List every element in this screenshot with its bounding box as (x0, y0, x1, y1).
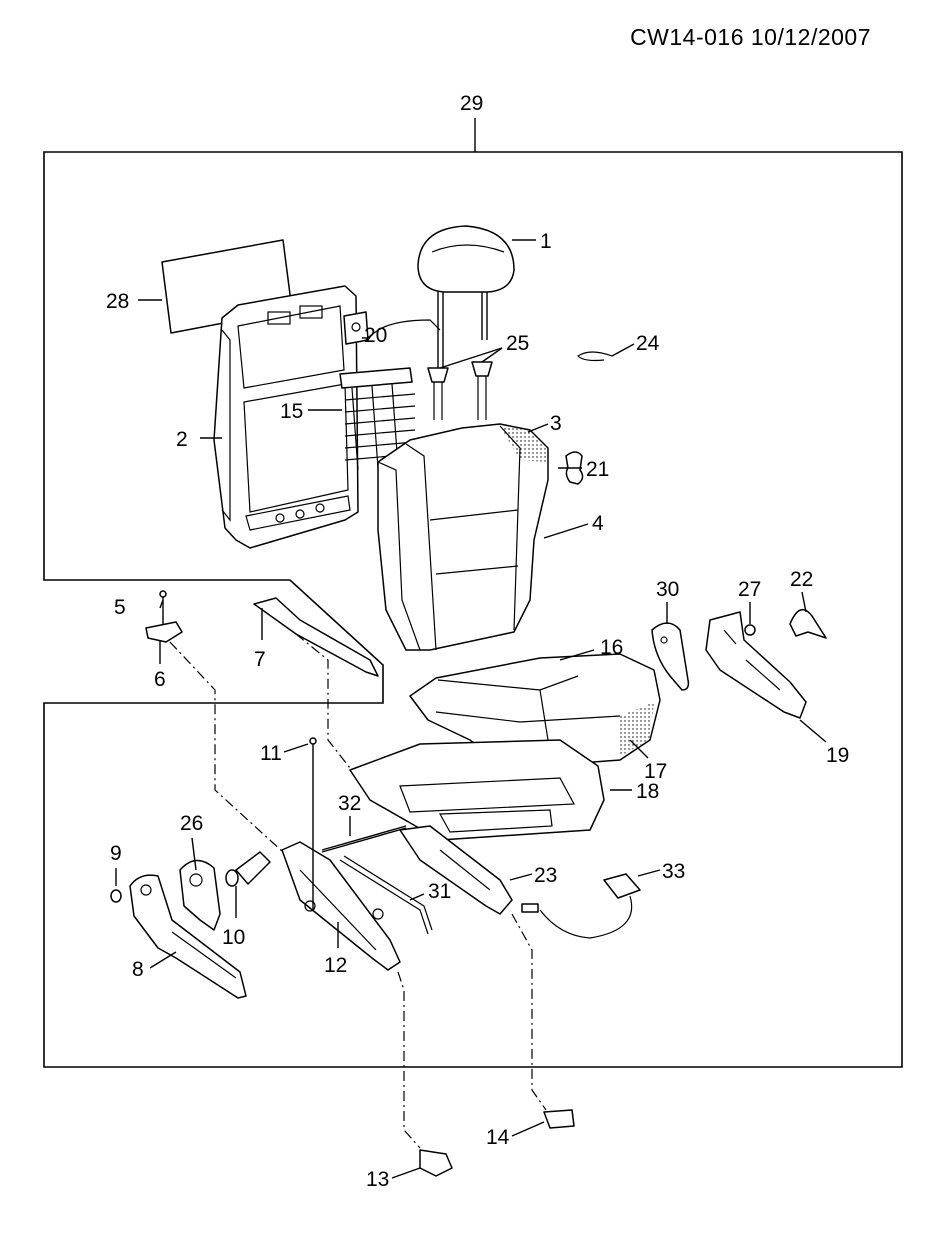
rod (321, 825, 407, 853)
callout-6: 6 (154, 668, 166, 691)
callout-3: 3 (550, 412, 562, 435)
callout-11: 11 (260, 742, 282, 765)
seat-pan (349, 739, 605, 841)
callout-4: 4 (592, 512, 604, 535)
callout-28: 28 (106, 290, 129, 313)
callout-19: 19 (826, 744, 849, 767)
end-cap-14 (543, 1109, 575, 1129)
callout-9: 9 (110, 842, 122, 865)
side-trim (705, 611, 807, 719)
lumbar-bracket (343, 311, 441, 345)
end-cap-13 (419, 1149, 453, 1177)
callout-10: 10 (222, 926, 245, 949)
callout-31: 31 (428, 880, 451, 903)
callout-30: 30 (656, 578, 679, 601)
side-plate (651, 622, 690, 691)
long-trim (253, 597, 379, 677)
wire-link (339, 855, 433, 935)
clip (577, 351, 613, 362)
callout-16: 16 (600, 636, 623, 659)
leader-lines (115, 239, 827, 1179)
callout-29: 29 (460, 92, 483, 115)
callout-33: 33 (662, 860, 685, 883)
callout-21: 21 (586, 458, 609, 481)
callout-32: 32 (338, 792, 361, 815)
callout-15: 15 (280, 400, 303, 423)
callout-20: 20 (364, 324, 387, 347)
callout-25: 25 (506, 332, 529, 355)
switch-harness (521, 873, 641, 939)
callout-24: 24 (636, 332, 660, 355)
callout-12: 12 (324, 954, 347, 977)
assembly-frame (43, 118, 903, 1068)
headrest (417, 225, 515, 372)
seat-cushion (409, 653, 661, 767)
callout-17: 17 (644, 760, 667, 783)
callout-7: 7 (254, 648, 266, 671)
callout-23: 23 (534, 864, 557, 887)
callout-1: 1 (540, 230, 552, 253)
seat-back-frame (213, 285, 359, 549)
side-clip (789, 608, 827, 639)
callout-13: 13 (366, 1168, 389, 1191)
headrest-guides (427, 361, 493, 420)
callout-labels: 1 2 3 4 5 6 7 8 9 10 11 12 13 14 15 16 1… (106, 92, 849, 1191)
callout-27: 27 (738, 578, 761, 601)
inner-rail (399, 825, 513, 915)
washer (110, 889, 122, 903)
bolt (744, 624, 756, 636)
screw (309, 737, 317, 910)
callout-5: 5 (114, 596, 126, 619)
adjuster-knob (225, 851, 271, 887)
callout-2: 2 (176, 428, 188, 451)
seat-back-cushion (377, 423, 549, 651)
bracket (145, 621, 183, 643)
diagram-code-date: CW14-016 10/12/2007 (630, 24, 871, 50)
callout-22: 22 (790, 568, 813, 591)
projection-lines (169, 633, 547, 1149)
callout-14: 14 (486, 1126, 510, 1149)
callout-18: 18 (636, 780, 659, 803)
callout-8: 8 (132, 958, 144, 981)
side-cover (129, 874, 247, 999)
callout-26: 26 (180, 812, 203, 835)
lumbar-support-grid (339, 367, 416, 471)
recliner-bracket (179, 859, 221, 931)
